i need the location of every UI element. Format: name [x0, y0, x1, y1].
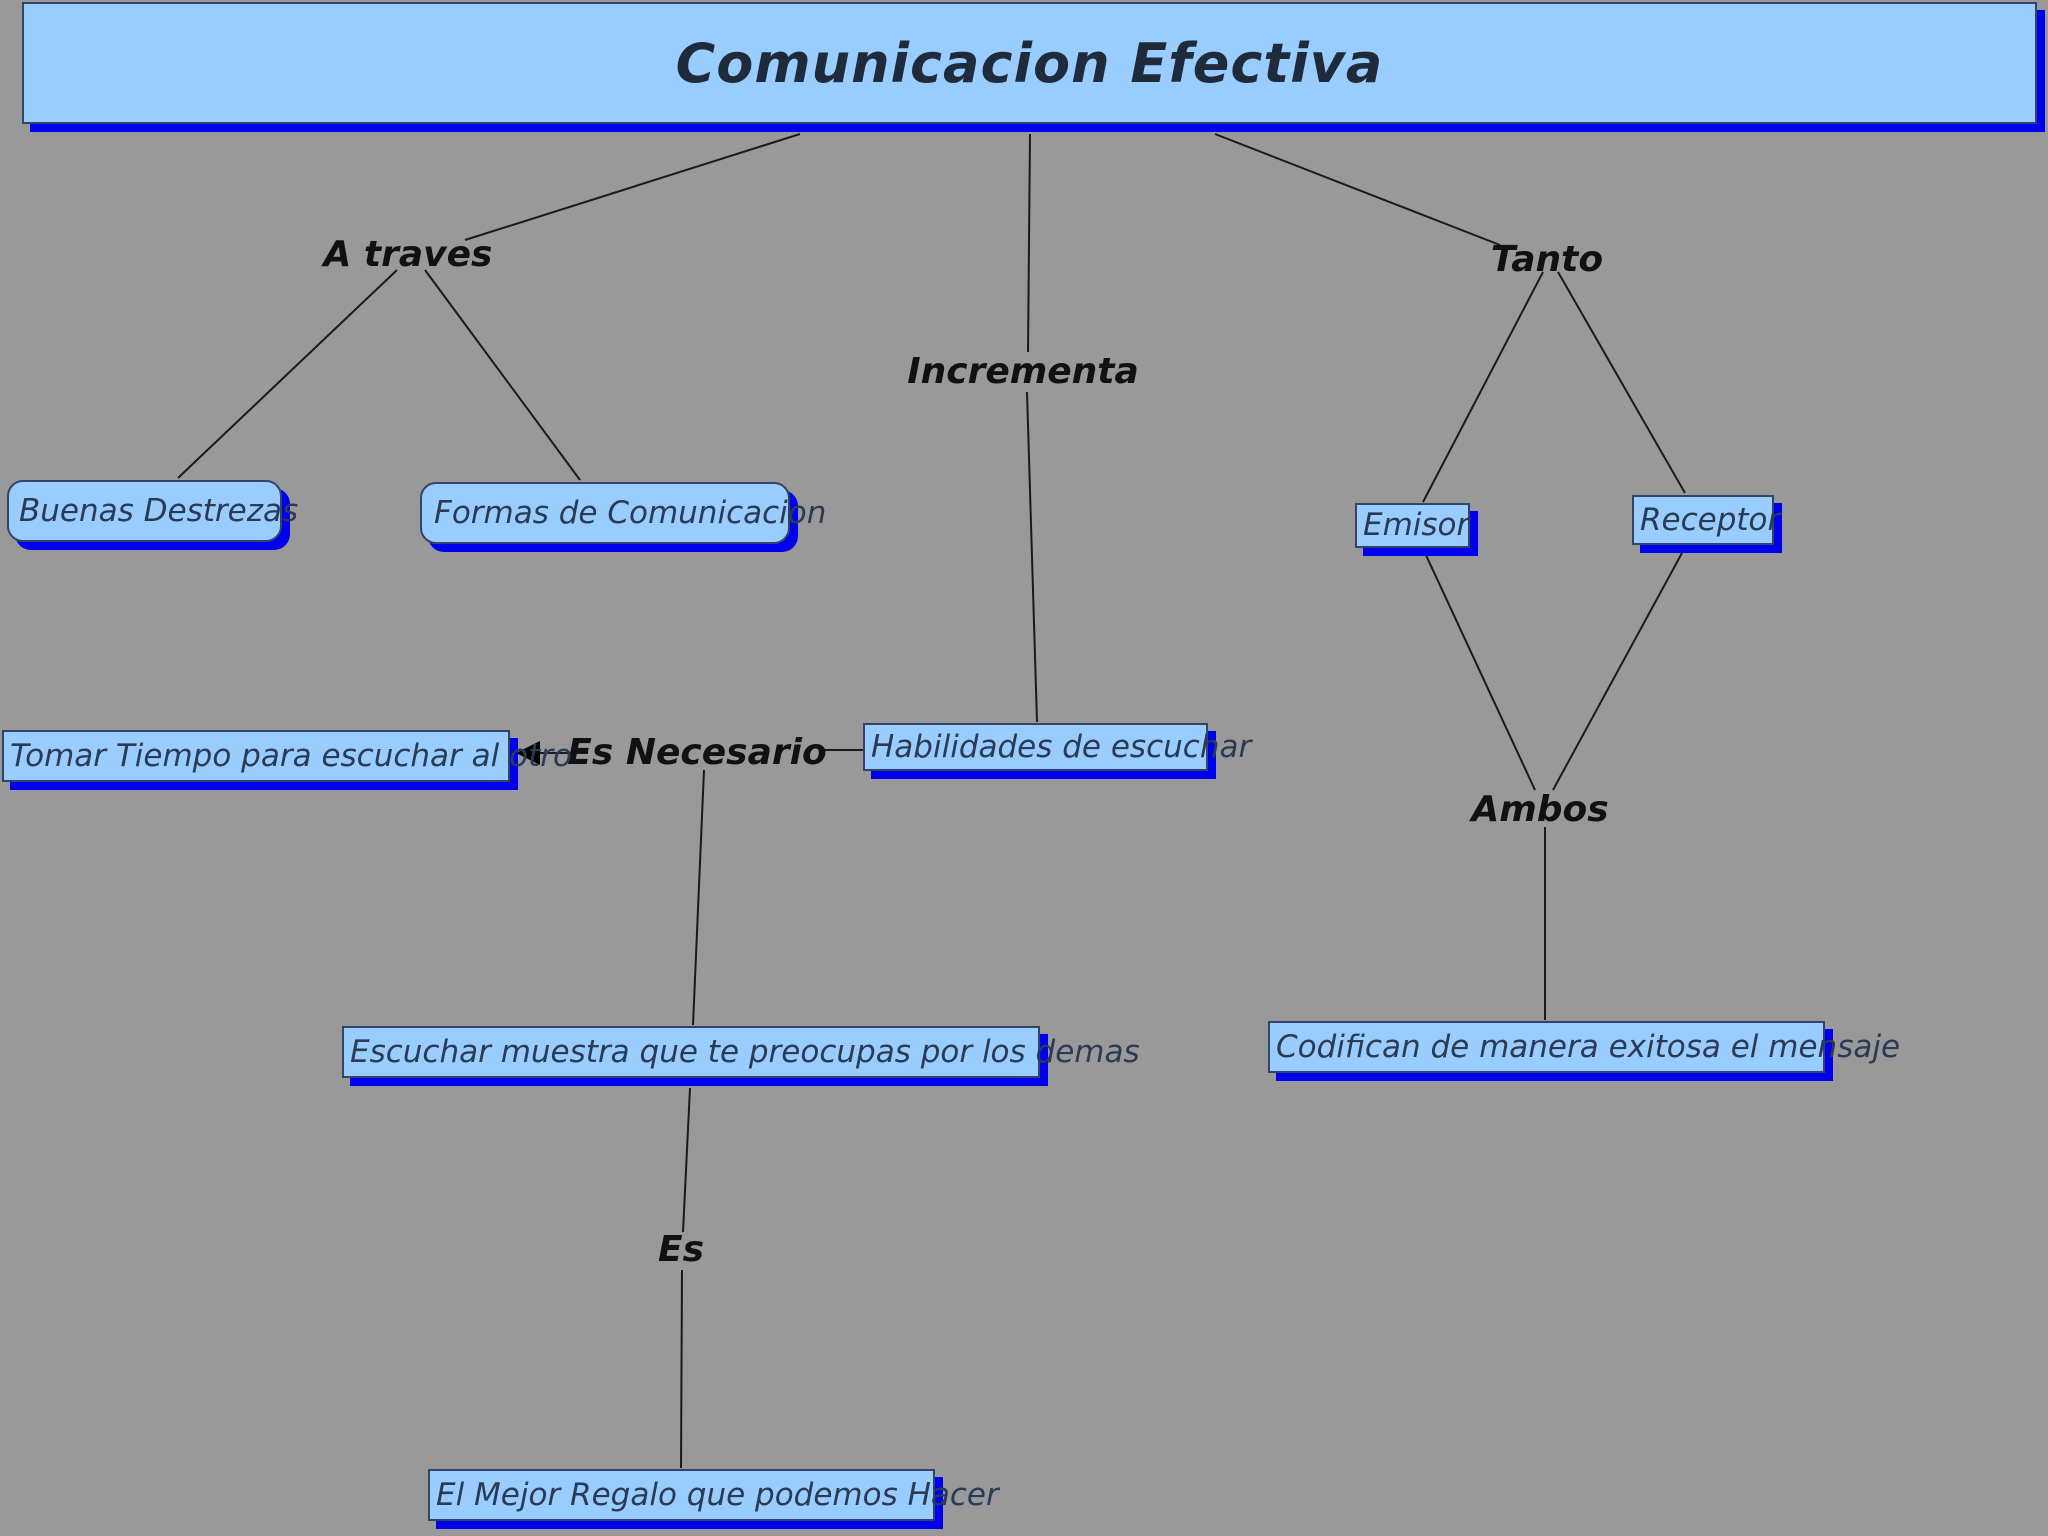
concept-buenas-destrezas[interactable]: Buenas Destrezas: [7, 480, 298, 542]
title-box: Comunicacion Efectiva: [22, 2, 2037, 124]
link-es-regalo: [680, 1269, 683, 1469]
concept-label: Escuchar muestra que te preocupas por lo…: [350, 1033, 1140, 1070]
concept-label: Emisor: [1363, 507, 1470, 543]
concept-mejor-regalo[interactable]: El Mejor Regalo que podemos Hacer: [428, 1469, 999, 1521]
concept-label: Receptor: [1640, 501, 1781, 538]
concept-formas-comunicacion[interactable]: Formas de Comunicacion: [420, 482, 826, 544]
link-emisor-ambos: [1424, 552, 1536, 791]
link-title-incrementa: [1027, 133, 1031, 353]
link-incrementa-habilidades: [1026, 391, 1038, 723]
link-title-atraves: [464, 133, 801, 241]
concept-label: Formas de Comunicacion: [434, 494, 827, 531]
concept-emisor[interactable]: Emisor: [1355, 503, 1470, 548]
page-title: Comunicacion Efectiva: [675, 31, 1384, 95]
link-label-ambos: Ambos: [1471, 789, 1609, 830]
concept-habilidades-escuchar[interactable]: Habilidades de escuchar: [863, 723, 1251, 771]
link-label-a-traves: A traves: [323, 234, 493, 275]
link-label-tanto: Tanto: [1490, 239, 1604, 280]
concept-codifican[interactable]: Codifican de manera exitosa el mensaje: [1268, 1021, 1900, 1073]
concept-label: Codifican de manera exitosa el mensaje: [1276, 1028, 1901, 1065]
link-esnecesario-escuchar: [692, 769, 705, 1026]
link-label-incrementa: Incrementa: [907, 351, 1139, 392]
concept-label: Buenas Destrezas: [19, 492, 299, 529]
link-title-tanto: [1214, 133, 1501, 246]
link-tanto-receptor: [1557, 271, 1686, 494]
link-label-es: Es: [657, 1229, 705, 1270]
concept-label: Habilidades de escuchar: [871, 728, 1252, 765]
concept-receptor[interactable]: Receptor: [1632, 495, 1780, 545]
link-escuchar-es: [682, 1087, 691, 1233]
link-atraves-formas: [424, 269, 581, 481]
concept-label: El Mejor Regalo que podemos Hacer: [436, 1476, 999, 1513]
concept-escuchar-muestra[interactable]: Escuchar muestra que te preocupas por lo…: [342, 1026, 1140, 1078]
link-tanto-emisor: [1422, 271, 1544, 503]
link-label-es-necesario: Es Necesario: [567, 732, 827, 773]
concept-label: Tomar Tiempo para escuchar al otro: [10, 737, 572, 774]
concept-tomar-tiempo[interactable]: Tomar Tiempo para escuchar al otro: [2, 730, 572, 782]
link-receptor-ambos: [1552, 552, 1683, 791]
link-atraves-buenas: [177, 269, 398, 479]
